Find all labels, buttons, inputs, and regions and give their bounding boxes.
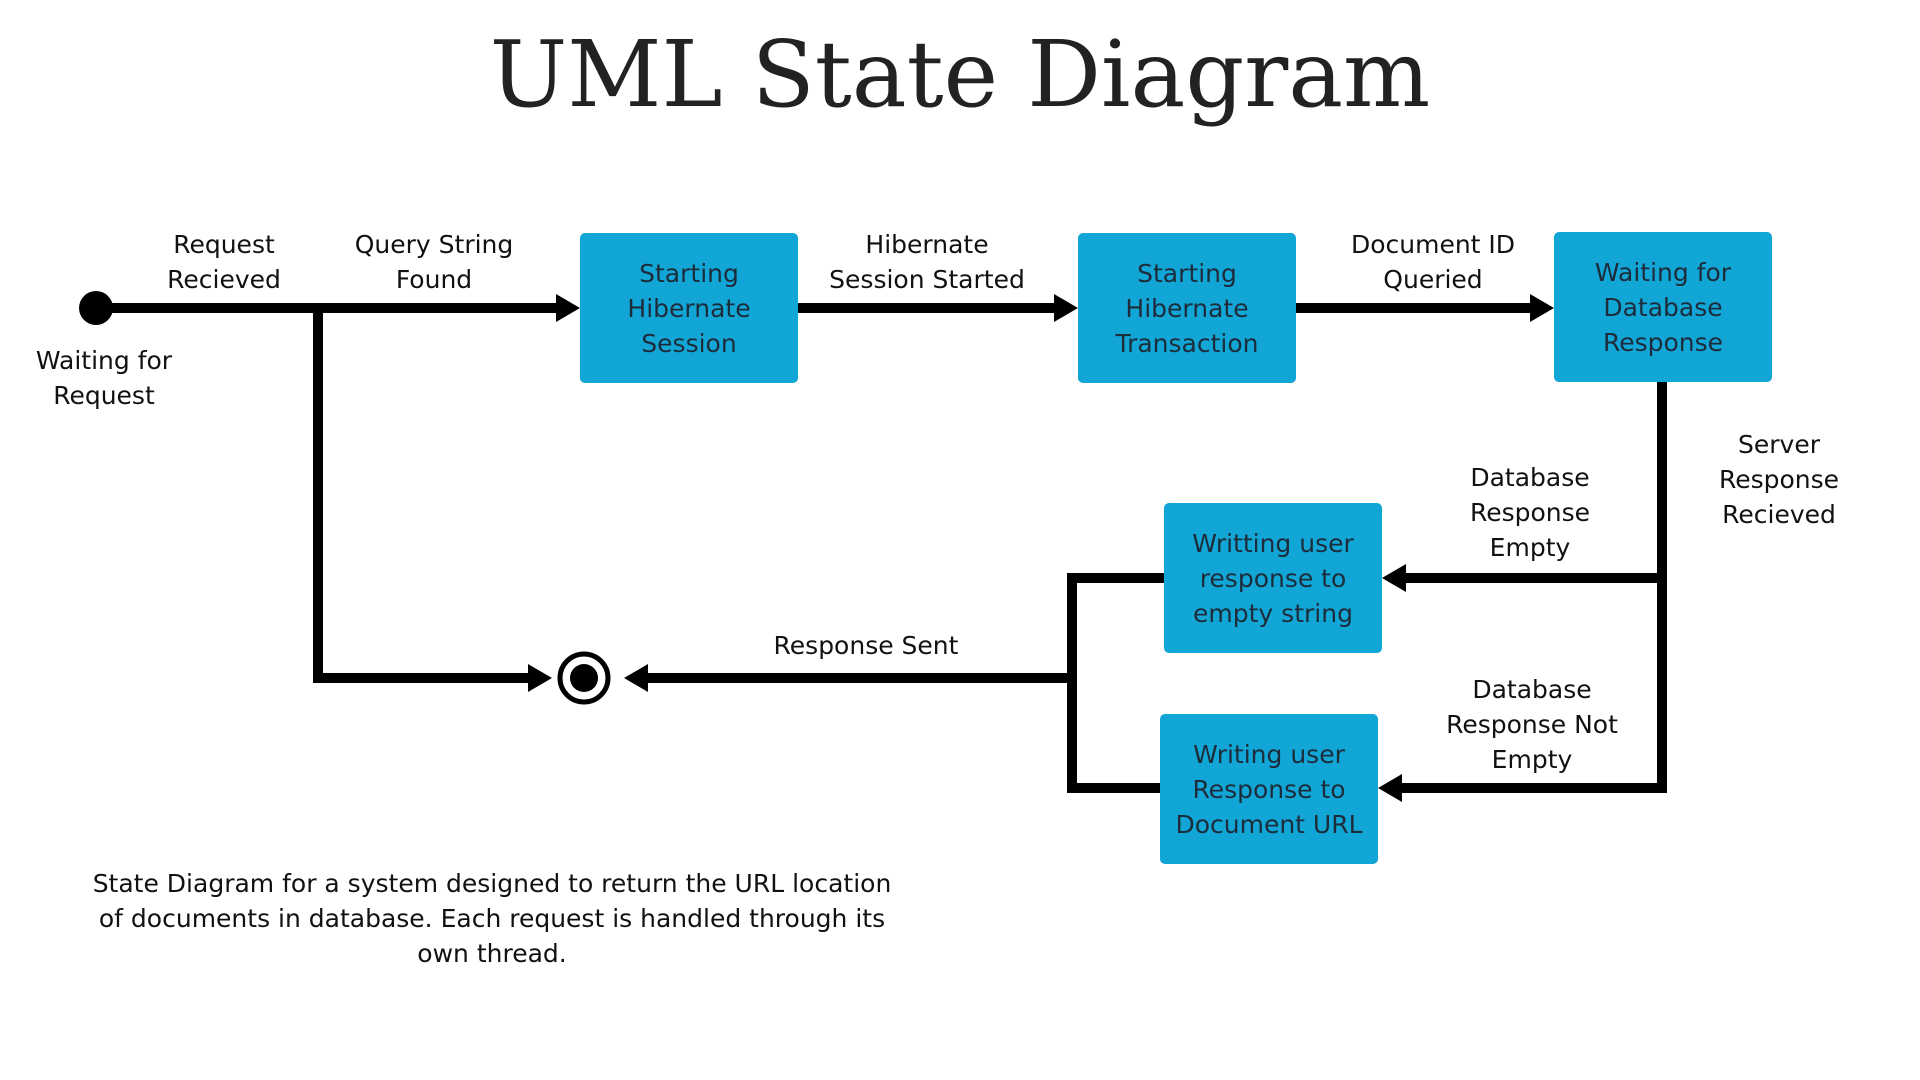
label-query-string-found: Query String Found	[354, 230, 514, 294]
arrowhead-to-waiting-db	[1530, 294, 1554, 322]
label-response-sent: Response Sent	[773, 631, 959, 660]
state-writing-response-document-url: Writing user Response to Document URL	[1160, 714, 1378, 864]
state-starting-hibernate-transaction: Starting Hibernate Transaction	[1078, 233, 1296, 383]
label-server-response-received: Server Response Recieved	[1718, 430, 1840, 529]
arrowhead-final-right	[624, 664, 648, 692]
arrowhead-final-left	[528, 664, 552, 692]
state-waiting-for-database-response: Waiting for Database Response	[1554, 232, 1772, 382]
arrowhead-to-transaction	[1054, 294, 1078, 322]
arrowhead-to-write-url	[1378, 774, 1402, 802]
label-document-id-queried: Document ID Queried	[1350, 230, 1516, 294]
label-waiting-for-request: Waiting for Request	[35, 346, 173, 410]
initial-state-node	[79, 291, 113, 325]
label-hibernate-session-started: Hibernate Session Started	[829, 230, 1025, 294]
diagram-caption: State Diagram for a system designed to r…	[92, 869, 892, 968]
arrowhead-to-write-empty	[1382, 564, 1406, 592]
arrowhead-to-session	[556, 294, 580, 322]
edge-write-empty-merge	[1067, 573, 1169, 793]
label-request-received: Request Recieved	[167, 230, 281, 294]
final-state-core	[570, 664, 598, 692]
label-database-response-empty: Database Response Empty	[1469, 463, 1591, 562]
diagram-title: UML State Diagram	[489, 21, 1431, 128]
label-database-response-not-empty: Database Response Not Empty	[1446, 675, 1618, 774]
edge-direct-to-final	[313, 303, 535, 683]
state-starting-hibernate-session: Starting Hibernate Session	[580, 233, 798, 383]
state-writing-response-empty-string: Writting user response to empty string	[1164, 503, 1382, 653]
